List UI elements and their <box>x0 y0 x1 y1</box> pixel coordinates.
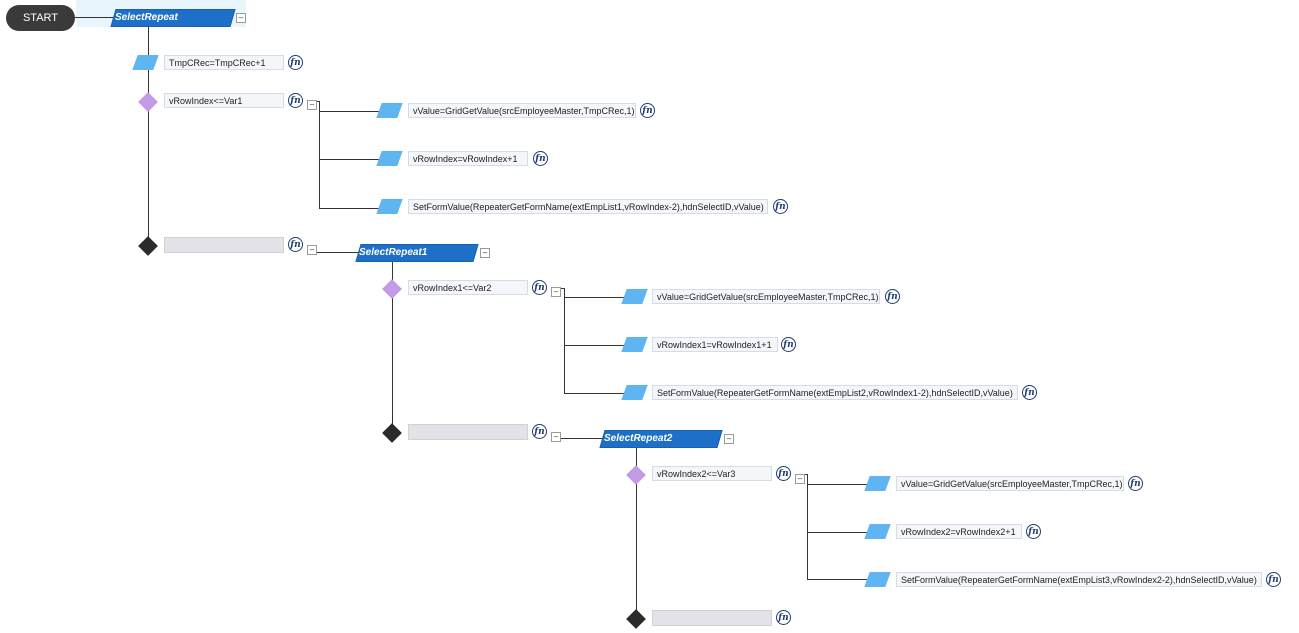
function-icon[interactable]: fn <box>773 199 788 214</box>
action-expression[interactable]: vRowIndex1=vRowIndex1+1 <box>652 337 778 352</box>
collapse-button[interactable]: – <box>551 432 561 442</box>
connector <box>319 111 379 112</box>
connector <box>636 446 637 618</box>
function-icon[interactable]: fn <box>1026 524 1041 539</box>
connector <box>75 17 115 18</box>
assignment-icon <box>864 524 891 539</box>
select-repeat-label: SelectRepeat2 <box>604 433 673 444</box>
collapse-button[interactable]: – <box>480 248 490 258</box>
collapse-button[interactable]: – <box>795 474 805 484</box>
function-icon[interactable]: fn <box>640 103 655 118</box>
empty-expression[interactable] <box>652 610 772 626</box>
collapse-button[interactable]: – <box>307 245 317 255</box>
function-icon[interactable]: fn <box>1128 476 1143 491</box>
assignment-icon <box>621 337 648 352</box>
action-expression[interactable]: vRowIndex=vRowIndex+1 <box>408 151 528 166</box>
condition-expression[interactable]: vRowIndex1<=Var2 <box>408 280 528 295</box>
connector <box>807 532 867 533</box>
condition-diamond-icon <box>382 279 402 299</box>
action-expression[interactable]: vValue=GridGetValue(srcEmployeeMaster,Tm… <box>652 289 880 304</box>
assignment-expression[interactable]: TmpCRec=TmpCRec+1 <box>164 55 284 70</box>
connector <box>319 101 320 209</box>
assignment-icon <box>621 385 648 400</box>
condition-diamond-icon <box>626 465 646 485</box>
action-expression[interactable]: vValue=GridGetValue(srcEmployeeMaster,Tm… <box>408 103 636 118</box>
connector <box>319 159 379 160</box>
connector <box>807 474 808 580</box>
connector <box>564 345 624 346</box>
connector <box>807 579 867 580</box>
collapse-button[interactable]: – <box>551 287 561 297</box>
condition-expression[interactable]: vRowIndex2<=Var3 <box>652 466 772 481</box>
select-repeat-label: SelectRepeat1 <box>359 247 428 258</box>
connector <box>319 208 379 209</box>
connector <box>807 484 867 485</box>
action-expression[interactable]: SetFormValue(RepeaterGetFormName(extEmpL… <box>652 385 1018 400</box>
function-icon[interactable]: fn <box>288 237 303 252</box>
function-icon[interactable]: fn <box>781 337 796 352</box>
collapse-button[interactable]: – <box>236 13 246 23</box>
action-expression[interactable]: vRowIndex2=vRowIndex2+1 <box>896 524 1022 539</box>
condition-diamond-icon <box>138 92 158 112</box>
function-icon[interactable]: fn <box>288 93 303 108</box>
assignment-icon <box>376 103 403 118</box>
collapse-button[interactable]: – <box>724 434 734 444</box>
action-expression[interactable]: vValue=GridGetValue(srcEmployeeMaster,Tm… <box>896 476 1124 491</box>
connector <box>564 297 624 298</box>
function-icon[interactable]: fn <box>532 424 547 439</box>
end-diamond-icon <box>382 423 402 443</box>
connector <box>564 288 565 394</box>
end-diamond-icon <box>138 236 158 256</box>
collapse-button[interactable]: – <box>307 100 317 110</box>
assignment-icon <box>132 55 159 70</box>
condition-expression[interactable]: vRowIndex<=Var1 <box>164 93 284 108</box>
connector <box>560 438 604 439</box>
function-icon[interactable]: fn <box>776 466 791 481</box>
connector <box>316 252 360 253</box>
connector <box>392 260 393 433</box>
start-node[interactable]: START <box>6 5 75 31</box>
empty-expression[interactable] <box>408 424 528 440</box>
function-icon[interactable]: fn <box>776 610 791 625</box>
action-expression[interactable]: SetFormValue(RepeaterGetFormName(extEmpL… <box>408 199 768 214</box>
assignment-icon <box>864 572 891 587</box>
connector <box>148 27 149 247</box>
function-icon[interactable]: fn <box>532 280 547 295</box>
connector <box>564 393 624 394</box>
function-icon[interactable]: fn <box>288 55 303 70</box>
assignment-icon <box>621 289 648 304</box>
function-icon[interactable]: fn <box>1266 572 1281 587</box>
assignment-icon <box>376 199 403 214</box>
action-expression[interactable]: SetFormValue(RepeaterGetFormName(extEmpL… <box>896 572 1262 587</box>
function-icon[interactable]: fn <box>885 289 900 304</box>
empty-expression[interactable] <box>164 237 284 253</box>
end-diamond-icon <box>626 609 646 629</box>
select-repeat-label: SelectRepeat <box>115 12 178 23</box>
assignment-icon <box>864 476 891 491</box>
function-icon[interactable]: fn <box>533 151 548 166</box>
function-icon[interactable]: fn <box>1022 385 1037 400</box>
assignment-icon <box>376 151 403 166</box>
